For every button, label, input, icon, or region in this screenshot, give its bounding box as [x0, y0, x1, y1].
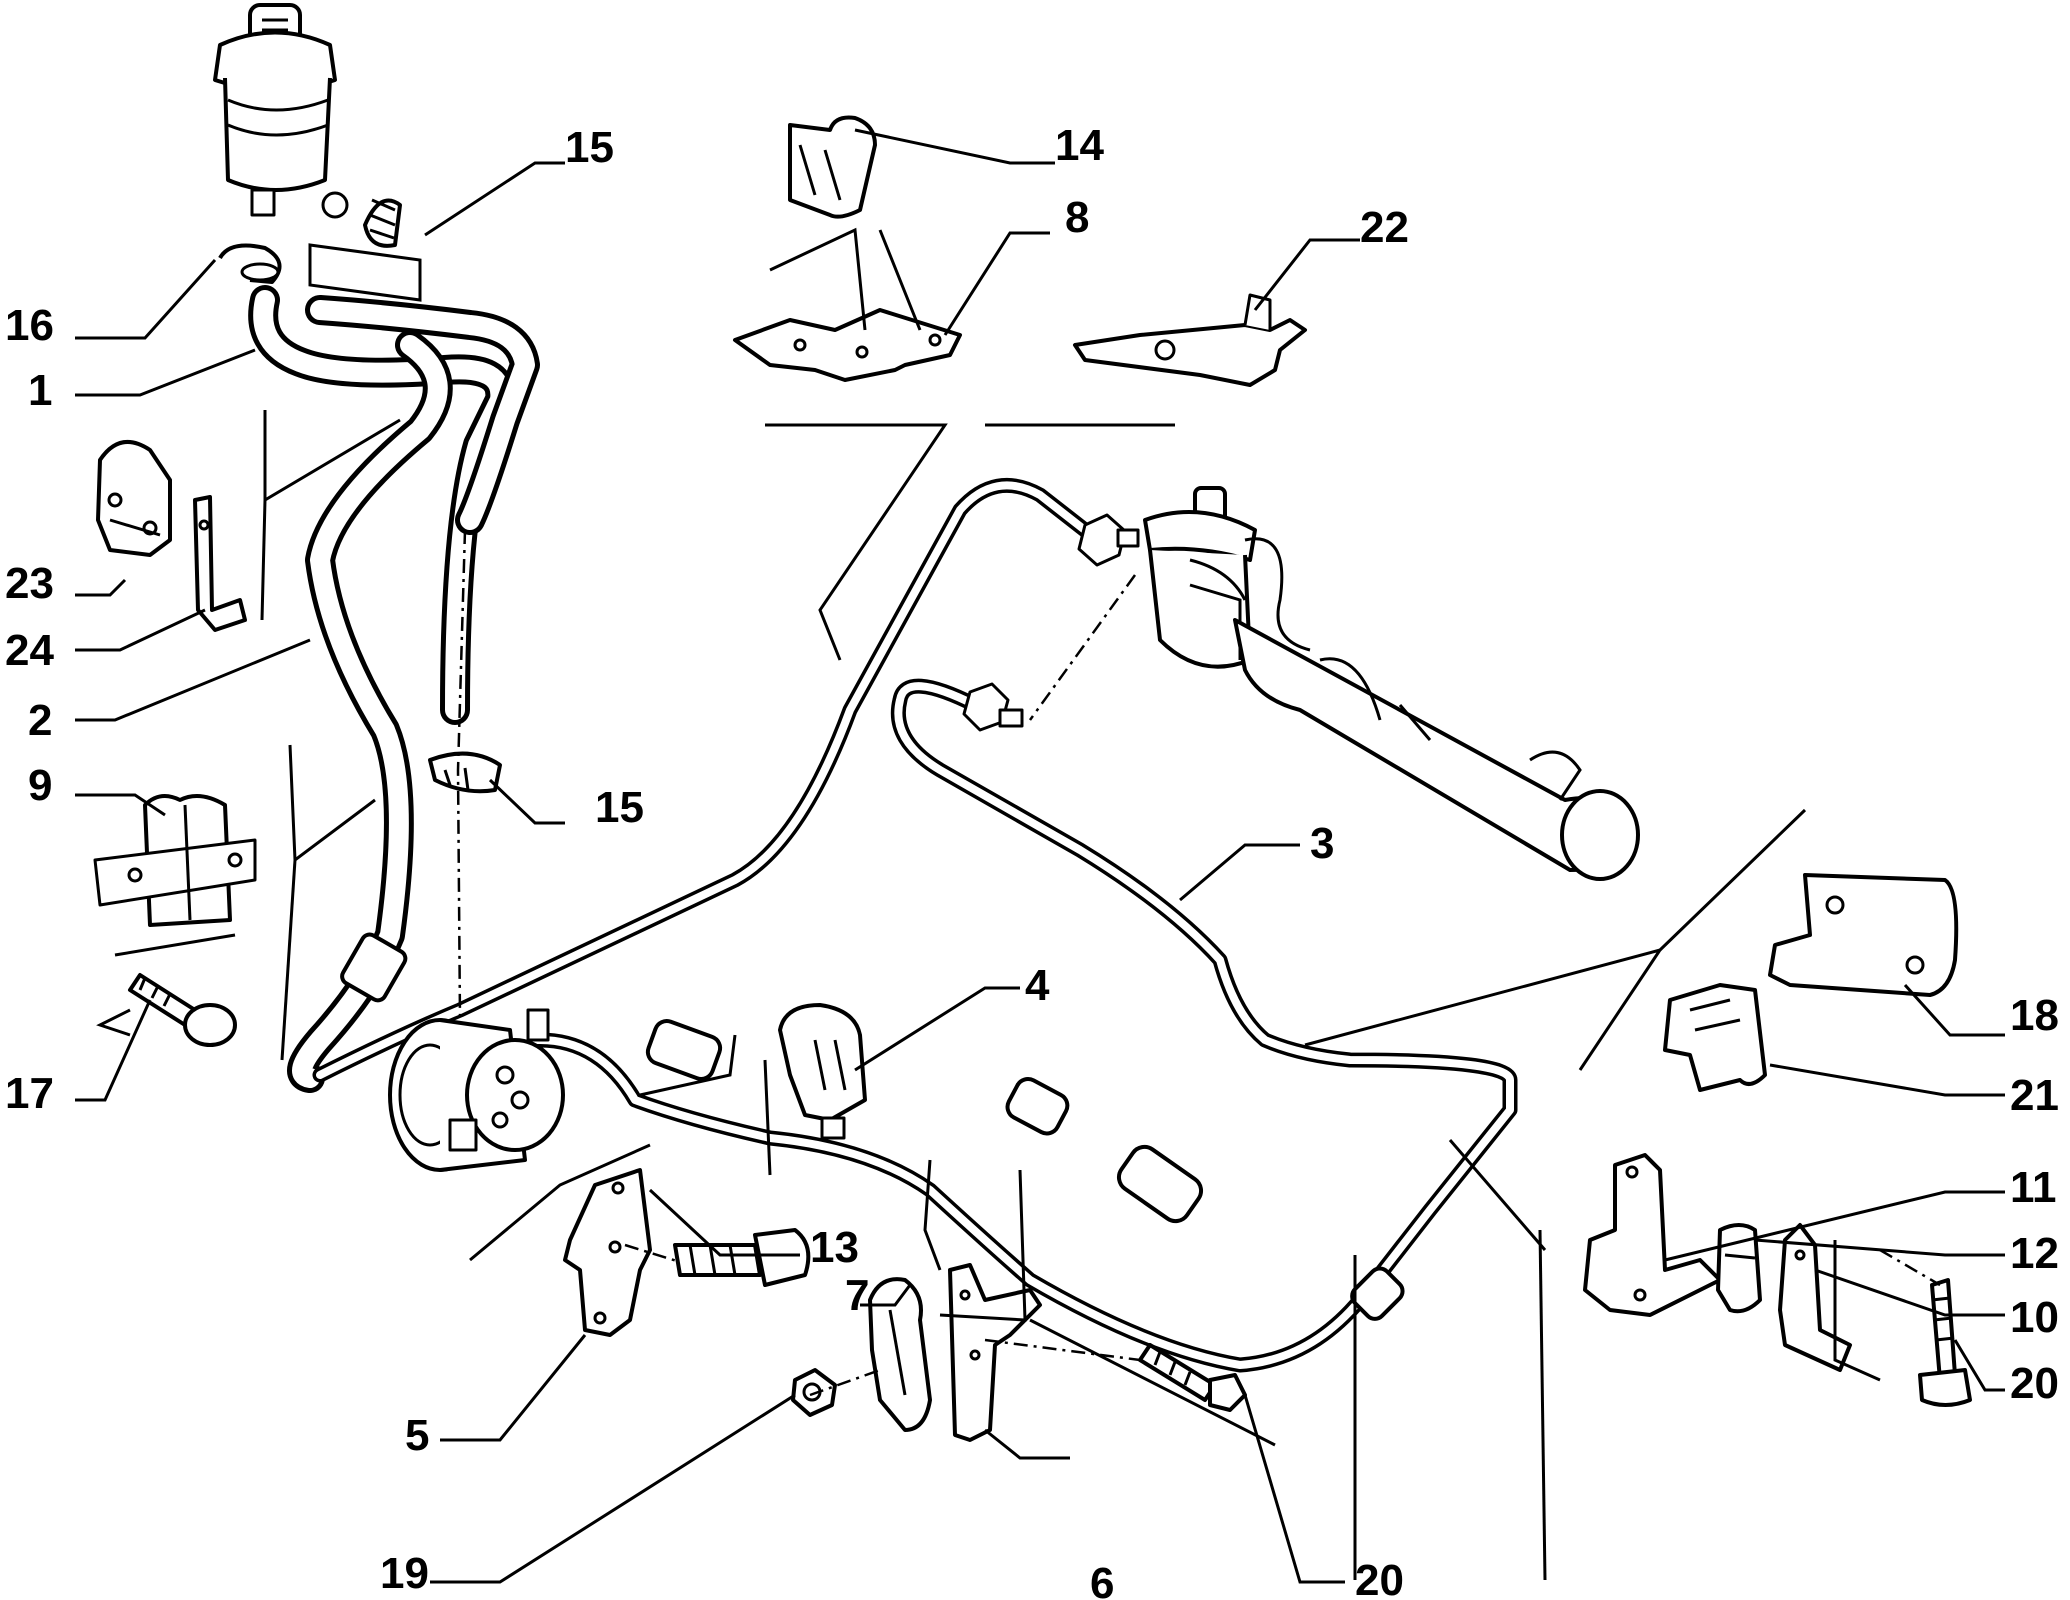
fluid-reservoir [213, 3, 349, 219]
power-steering-pump [388, 1008, 565, 1172]
clip-12 [1716, 1223, 1762, 1314]
label-23: 23 [5, 559, 54, 608]
label-20-lower: 20 [1355, 1556, 1404, 1600]
steering-rack [1143, 486, 1640, 881]
pipe-upper [312, 477, 1140, 1083]
bracket-22 [1073, 293, 1307, 387]
label-15-lower: 15 [595, 783, 644, 832]
hose-1 [248, 285, 540, 725]
label-19: 19 [380, 1549, 429, 1598]
label-21: 21 [2010, 1071, 2059, 1120]
label-7: 7 [845, 1271, 869, 1320]
pipe-3 [527, 678, 1518, 1373]
label-8: 8 [1065, 193, 1089, 242]
bolt-20-right [1918, 1278, 1972, 1407]
label-1: 1 [28, 366, 52, 415]
leader-lines [75, 128, 2005, 1584]
label-14: 14 [1055, 121, 1104, 170]
bolt-17 [128, 973, 237, 1047]
hose-2 [287, 330, 453, 1093]
label-20-right: 20 [2010, 1359, 2059, 1408]
clip-21 [1663, 983, 1767, 1092]
label-22: 22 [1360, 203, 1409, 252]
label-17: 17 [5, 1069, 54, 1118]
hose-clamp-15-upper [308, 198, 422, 302]
bracket-5 [563, 1168, 652, 1337]
pipe-sleeves [645, 1019, 1405, 1321]
label-11: 11 [2010, 1163, 2057, 1212]
label-6: 6 [1090, 1559, 1114, 1600]
bracket-10 [1778, 1223, 1852, 1372]
bolt-13 [673, 1228, 811, 1287]
bolt-20-lower [1138, 1343, 1247, 1412]
bracket-8 [733, 308, 962, 382]
hose-clamp-16 [218, 243, 282, 284]
clip-4 [778, 1003, 867, 1140]
clip-14 [788, 115, 877, 219]
label-24: 24 [5, 626, 54, 675]
label-16: 16 [5, 301, 54, 350]
bracket-18 [1768, 873, 1959, 997]
label-4: 4 [1025, 961, 1050, 1010]
cover-23 [96, 440, 172, 557]
label-10: 10 [2010, 1293, 2059, 1342]
bracket-11 [1583, 1153, 1722, 1317]
label-12: 12 [2010, 1229, 2059, 1278]
clamp-9 [93, 794, 257, 927]
label-5: 5 [405, 1411, 429, 1460]
clamp-7 [868, 1277, 932, 1432]
label-13: 13 [810, 1223, 859, 1272]
label-15-upper: 15 [565, 123, 614, 172]
label-9: 9 [28, 761, 52, 810]
part-labels: 14 8 15 22 16 1 23 24 2 9 15 17 3 4 18 2… [5, 121, 2059, 1600]
label-18: 18 [2010, 991, 2059, 1040]
hose-clamp-15-lower [428, 751, 502, 794]
bracket-6 [948, 1263, 1042, 1442]
guide-lines [96, 227, 1881, 1581]
label-3: 3 [1310, 819, 1334, 868]
center-lines [456, 529, 1941, 1397]
label-2: 2 [28, 696, 52, 745]
